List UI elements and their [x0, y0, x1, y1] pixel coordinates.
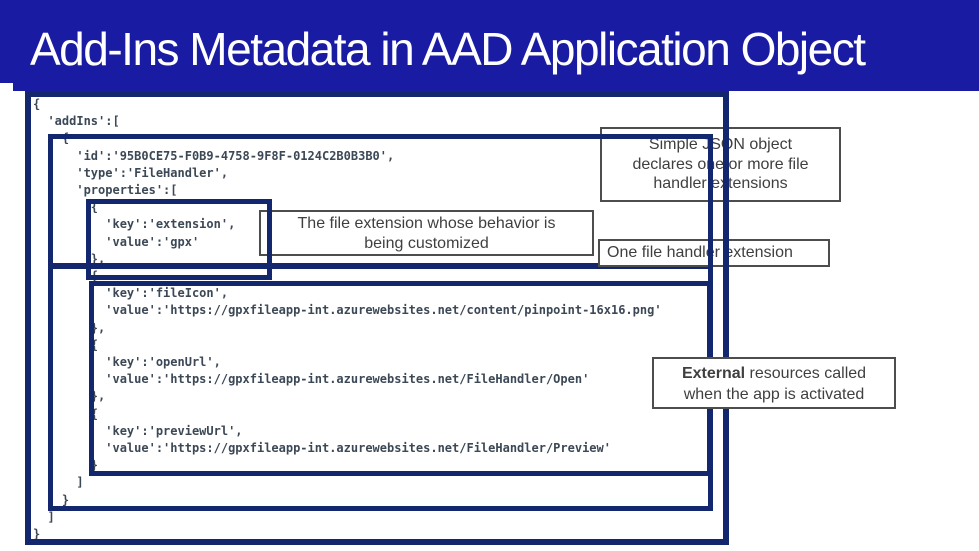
callout-external-line1: External resources called [654, 363, 894, 384]
callout-external-line2: when the app is activated [683, 386, 865, 403]
callout-simple-json-line1: Simple JSON object [648, 136, 793, 153]
callout-one-file-handler-text: One file handler extension [607, 244, 793, 261]
callout-simple-json-line3: handler extensions [653, 175, 788, 192]
callout-one-file-handler: One file handler extension [598, 239, 830, 267]
callout-simple-json-line2: declares one or more file [632, 155, 809, 173]
callout-external-resources: External resources called when the app i… [652, 357, 896, 409]
callout-file-extension-line2: being customized [364, 235, 489, 252]
code-frame-url-properties [89, 281, 712, 476]
callout-external-rest: resources called [745, 365, 867, 382]
code-frame-extension-property [86, 199, 272, 280]
callout-file-extension: The file extension whose behavior is bei… [259, 210, 594, 256]
code-frame-handler-divider [48, 263, 713, 269]
json-code: { 'addIns':[ { 'id':'95B0CE75-F0B9-4758-… [33, 97, 662, 542]
page-title: Add-Ins Metadata in AAD Application Obje… [30, 23, 866, 75]
slide-title-bar: Add-Ins Metadata in AAD Application Obje… [0, 0, 979, 91]
code-frame-outer [25, 91, 729, 545]
callout-external-bold: External [681, 365, 746, 382]
callout-simple-json: Simple JSON object declares one or more … [600, 127, 841, 202]
callout-file-extension-line1: The file extension whose behavior is [297, 215, 556, 232]
title-bar-notch [0, 83, 13, 91]
